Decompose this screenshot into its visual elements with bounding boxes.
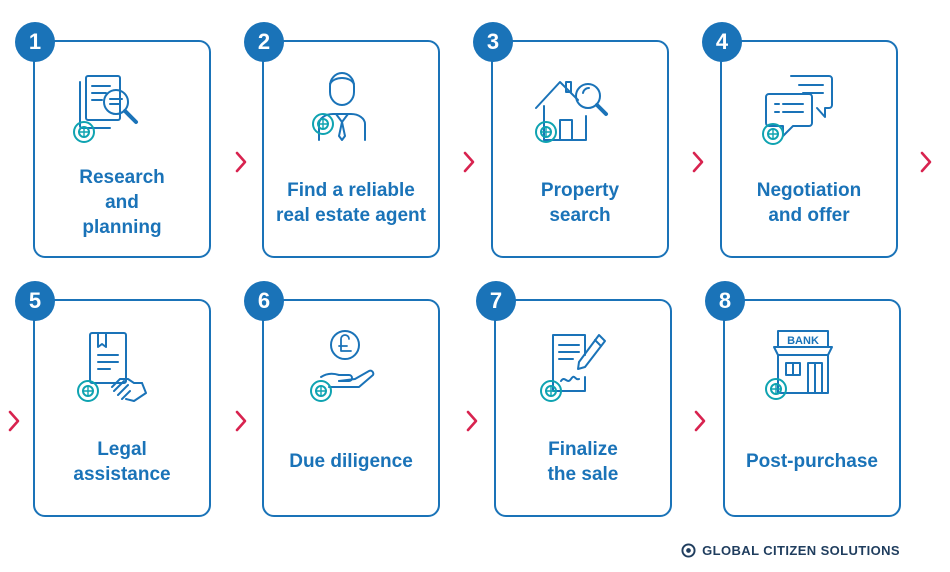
step-8: 8 BANK Post-purchase xyxy=(705,281,939,541)
chevron-right-icon xyxy=(235,151,247,173)
step-1: 1 Research and planning xyxy=(15,22,249,282)
chat-bubbles-icon xyxy=(762,75,833,145)
step-label: Research and planning xyxy=(79,167,165,238)
step-number-badge: 7 xyxy=(476,281,516,321)
step-label: Finalize the sale xyxy=(547,438,619,485)
document-search-icon xyxy=(73,75,138,143)
step-card xyxy=(33,40,211,258)
step-card xyxy=(33,299,211,517)
step-7: 7 Finalize the sale xyxy=(476,281,710,541)
chevron-right-icon xyxy=(920,151,932,173)
contract-signing-icon xyxy=(540,334,606,402)
step-2: 2 Find a reliable real estate agent xyxy=(244,22,478,282)
gcs-logo-icon xyxy=(681,543,696,558)
hand-coin-icon xyxy=(310,330,375,402)
step-card xyxy=(491,40,669,258)
chevron-right-icon xyxy=(694,410,706,432)
handshake-document-icon xyxy=(77,332,147,402)
chevron-right-icon xyxy=(8,410,20,432)
step-number-badge: 2 xyxy=(244,22,284,62)
step-label: Due diligence xyxy=(289,451,413,472)
brand-name: GLOBAL CITIZEN SOLUTIONS xyxy=(702,543,900,558)
step-label: Post-purchase xyxy=(746,451,878,472)
chevron-right-icon xyxy=(466,410,478,432)
step-label: Legal assistance xyxy=(73,438,171,485)
step-number-badge: 8 xyxy=(705,281,745,321)
step-6: 6 Due diligence xyxy=(244,281,478,541)
brand: GLOBAL CITIZEN SOLUTIONS xyxy=(681,543,900,558)
house-search-icon xyxy=(535,81,608,143)
bank-sign-text: BANK xyxy=(787,335,819,347)
step-label: Find a reliable real estate agent xyxy=(276,179,426,226)
chevron-right-icon xyxy=(463,151,475,173)
step-label: Property search xyxy=(540,179,620,226)
step-card xyxy=(262,299,440,517)
step-number-badge: 5 xyxy=(15,281,55,321)
step-card xyxy=(723,299,901,517)
chevron-right-icon xyxy=(692,151,704,173)
step-number-badge: 6 xyxy=(244,281,284,321)
chevron-right-icon xyxy=(235,410,247,432)
step-4: 4 Negotiation and offer xyxy=(702,22,936,282)
step-5: 5 Legal assistance xyxy=(15,281,249,541)
agent-icon xyxy=(312,72,366,141)
step-number-badge: 3 xyxy=(473,22,513,62)
step-number-badge: 4 xyxy=(702,22,742,62)
step-label: Negotiation and offer xyxy=(756,179,862,226)
step-3: 3 Property search xyxy=(473,22,707,282)
bank-icon: BANK xyxy=(765,330,833,400)
step-number-badge: 1 xyxy=(15,22,55,62)
